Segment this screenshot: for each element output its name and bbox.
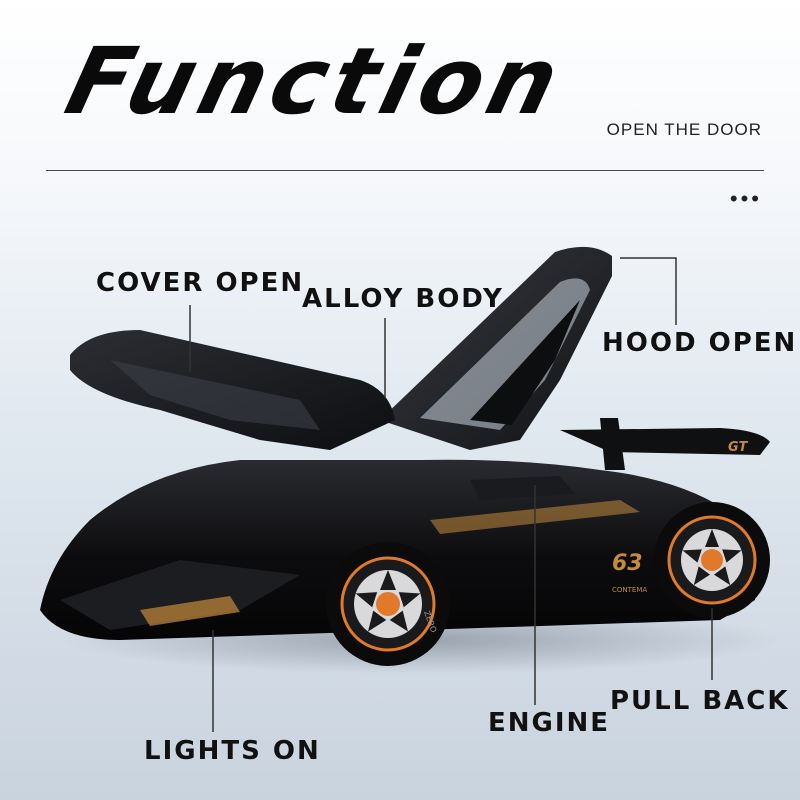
gt-badge: GT — [728, 440, 748, 455]
divider — [46, 170, 764, 171]
rear-wing: GT — [560, 418, 770, 470]
headlight — [140, 596, 240, 626]
side-text: CONTEMA — [612, 586, 647, 594]
hood-open-leader — [620, 257, 677, 325]
front-wheel: ZERO — [326, 542, 450, 666]
callout-pull-back: PULL BACK — [610, 686, 790, 716]
more-dots-icon: ••• — [729, 186, 762, 211]
side-number: 63 — [612, 551, 643, 576]
subtitle: OPEN THE DOOR — [606, 120, 762, 139]
callout-alloy-body: ALLOY BODY — [302, 284, 504, 314]
engine-bay — [470, 476, 575, 500]
scissor-door — [380, 246, 612, 450]
rear-wheel — [654, 502, 770, 618]
callout-lights-on: LIGHTS ON — [144, 736, 321, 766]
front-hood — [70, 330, 395, 450]
callout-engine: ENGINE — [488, 708, 611, 738]
callout-cover-open: COVER OPEN — [96, 268, 305, 298]
callout-hood-open: HOOD OPEN — [602, 328, 798, 358]
